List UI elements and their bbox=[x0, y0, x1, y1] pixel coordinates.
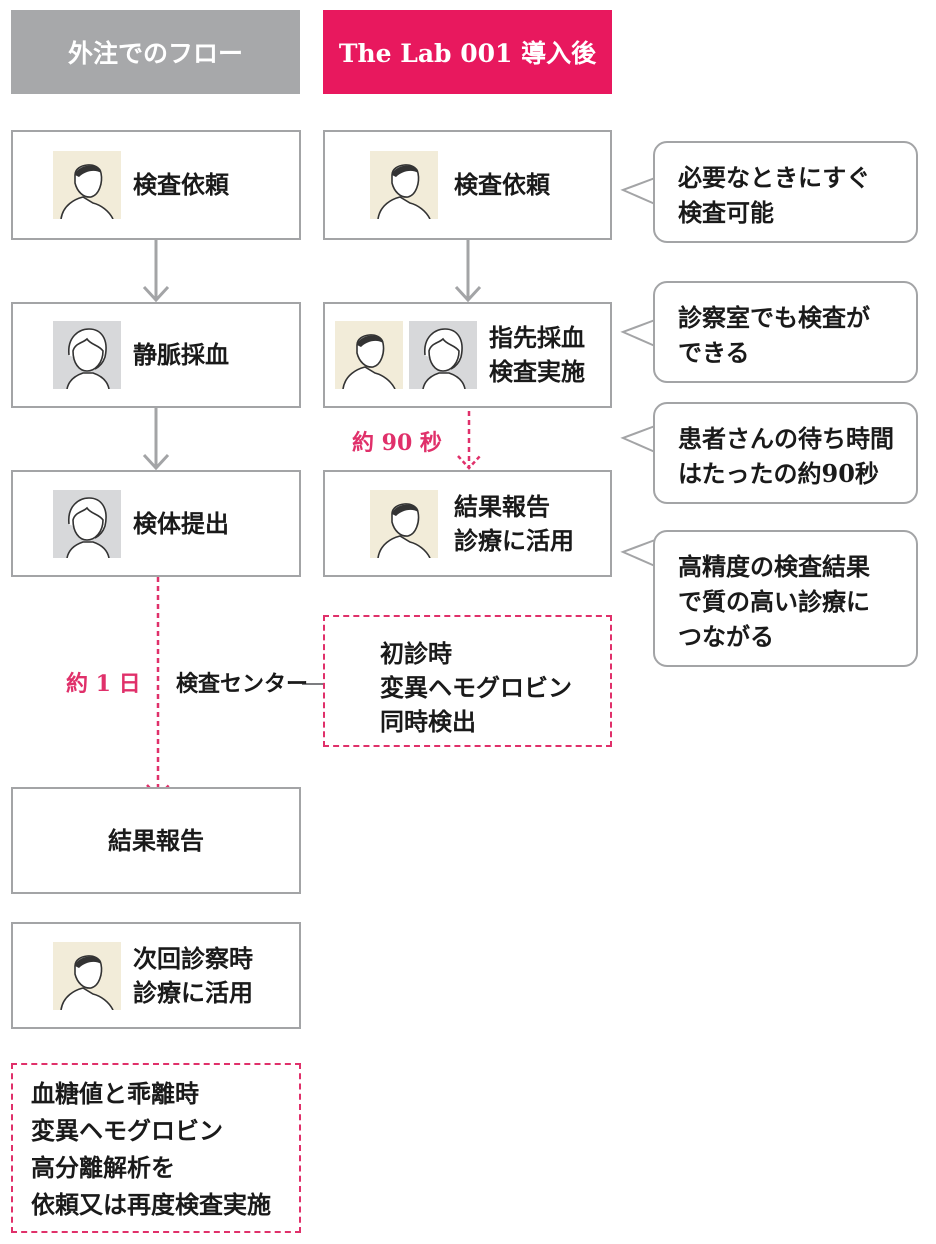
left-step-result-report: 結果報告 bbox=[11, 787, 301, 894]
callout-bubble-1: 必要なときにすぐ 検査可能 bbox=[653, 141, 918, 243]
right-note-line2: 変異ヘモグロビン bbox=[380, 673, 572, 702]
callout3-line2: はたったの約90秒 bbox=[678, 459, 879, 488]
right-step2-line2: 検査実施 bbox=[489, 357, 585, 386]
bubble-pointer-1 bbox=[620, 177, 656, 205]
doctor-avatar-icon bbox=[335, 321, 403, 389]
left-step-exam-request: 検査依頼 bbox=[11, 130, 301, 240]
left-step-specimen-submit: 検体提出 bbox=[11, 470, 301, 577]
left-note-line4: 依頼又は再度検査実施 bbox=[31, 1190, 271, 1219]
left-step5-line2: 診療に活用 bbox=[133, 977, 253, 1007]
header-right-label: The Lab 001 導入後 bbox=[338, 39, 597, 68]
left-step4-label: 結果報告 bbox=[108, 825, 204, 855]
right-note-box: 初診時 変異ヘモグロビン 同時検出 bbox=[323, 615, 612, 747]
lab-center-label: 検査センター bbox=[176, 671, 309, 697]
right-note-line3: 同時検出 bbox=[380, 707, 476, 736]
callout1-line1: 必要なときにすぐ bbox=[678, 163, 871, 192]
doctor-avatar-icon bbox=[53, 151, 121, 219]
callout1-line2: 検査可能 bbox=[678, 198, 774, 227]
callout4-line2: で質の高い診療に bbox=[678, 587, 870, 616]
left-note-line1: 血糖値と乖離時 bbox=[31, 1079, 199, 1108]
left-note-line3: 高分離解析を bbox=[31, 1153, 175, 1182]
right-step-fingertip: 指先採血 検査実施 bbox=[323, 302, 612, 408]
callout2-line2: できる bbox=[678, 338, 750, 367]
header-after-lab001: The Lab 001 導入後 bbox=[323, 10, 612, 94]
left-step2-label: 静脈採血 bbox=[133, 340, 229, 369]
header-left-label: 外注でのフロー bbox=[67, 39, 243, 68]
callout-bubble-4: 高精度の検査結果 で質の高い診療に つながる bbox=[653, 530, 918, 667]
callout4-line3: つながる bbox=[678, 622, 774, 651]
nurse-avatar-icon bbox=[409, 321, 477, 389]
doctor-avatar-icon bbox=[370, 489, 438, 558]
right-step-result-report: 結果報告 診療に活用 bbox=[323, 470, 612, 577]
bubble-pointer-2 bbox=[620, 319, 656, 347]
doctor-avatar-icon bbox=[53, 941, 121, 1010]
callout-bubble-3: 患者さんの待ち時間 はたったの約90秒 bbox=[653, 402, 918, 504]
callout2-line1: 診察室でも検査が bbox=[678, 303, 870, 332]
right-note-line1: 初診時 bbox=[380, 639, 452, 668]
nurse-avatar-icon bbox=[53, 321, 121, 389]
right-step2-line1: 指先採血 bbox=[489, 323, 585, 352]
bubble-pointer-4 bbox=[620, 539, 656, 567]
right-step3-line1: 結果報告 bbox=[454, 491, 550, 521]
callout4-line1: 高精度の検査結果 bbox=[678, 552, 870, 581]
left-step-next-visit: 次回診察時 診療に活用 bbox=[11, 922, 301, 1029]
header-outsourced-flow: 外注でのフロー bbox=[11, 10, 300, 94]
left-step-venous-blood: 静脈採血 bbox=[11, 302, 301, 408]
callout3-line1: 患者さんの待ち時間 bbox=[678, 424, 894, 453]
right-step-exam-request: 検査依頼 bbox=[323, 130, 612, 240]
left-duration-label: 約 1 日 bbox=[66, 671, 141, 697]
left-note-line2: 変異ヘモグロビン bbox=[31, 1116, 223, 1145]
left-step1-label: 検査依頼 bbox=[133, 170, 229, 199]
right-step1-label: 検査依頼 bbox=[454, 170, 550, 199]
left-note-box: 血糖値と乖離時 変異ヘモグロビン 高分離解析を 依頼又は再度検査実施 bbox=[11, 1063, 301, 1233]
left-step3-label: 検体提出 bbox=[133, 508, 229, 538]
nurse-avatar-icon bbox=[53, 489, 121, 558]
left-step5-line1: 次回診察時 bbox=[133, 943, 253, 973]
right-step3-line2: 診療に活用 bbox=[454, 525, 574, 555]
bubble-pointer-3 bbox=[620, 425, 656, 453]
doctor-avatar-icon bbox=[370, 151, 438, 219]
right-duration-label: 約 90 秒 bbox=[352, 430, 442, 456]
callout-bubble-2: 診察室でも検査が できる bbox=[653, 281, 918, 383]
